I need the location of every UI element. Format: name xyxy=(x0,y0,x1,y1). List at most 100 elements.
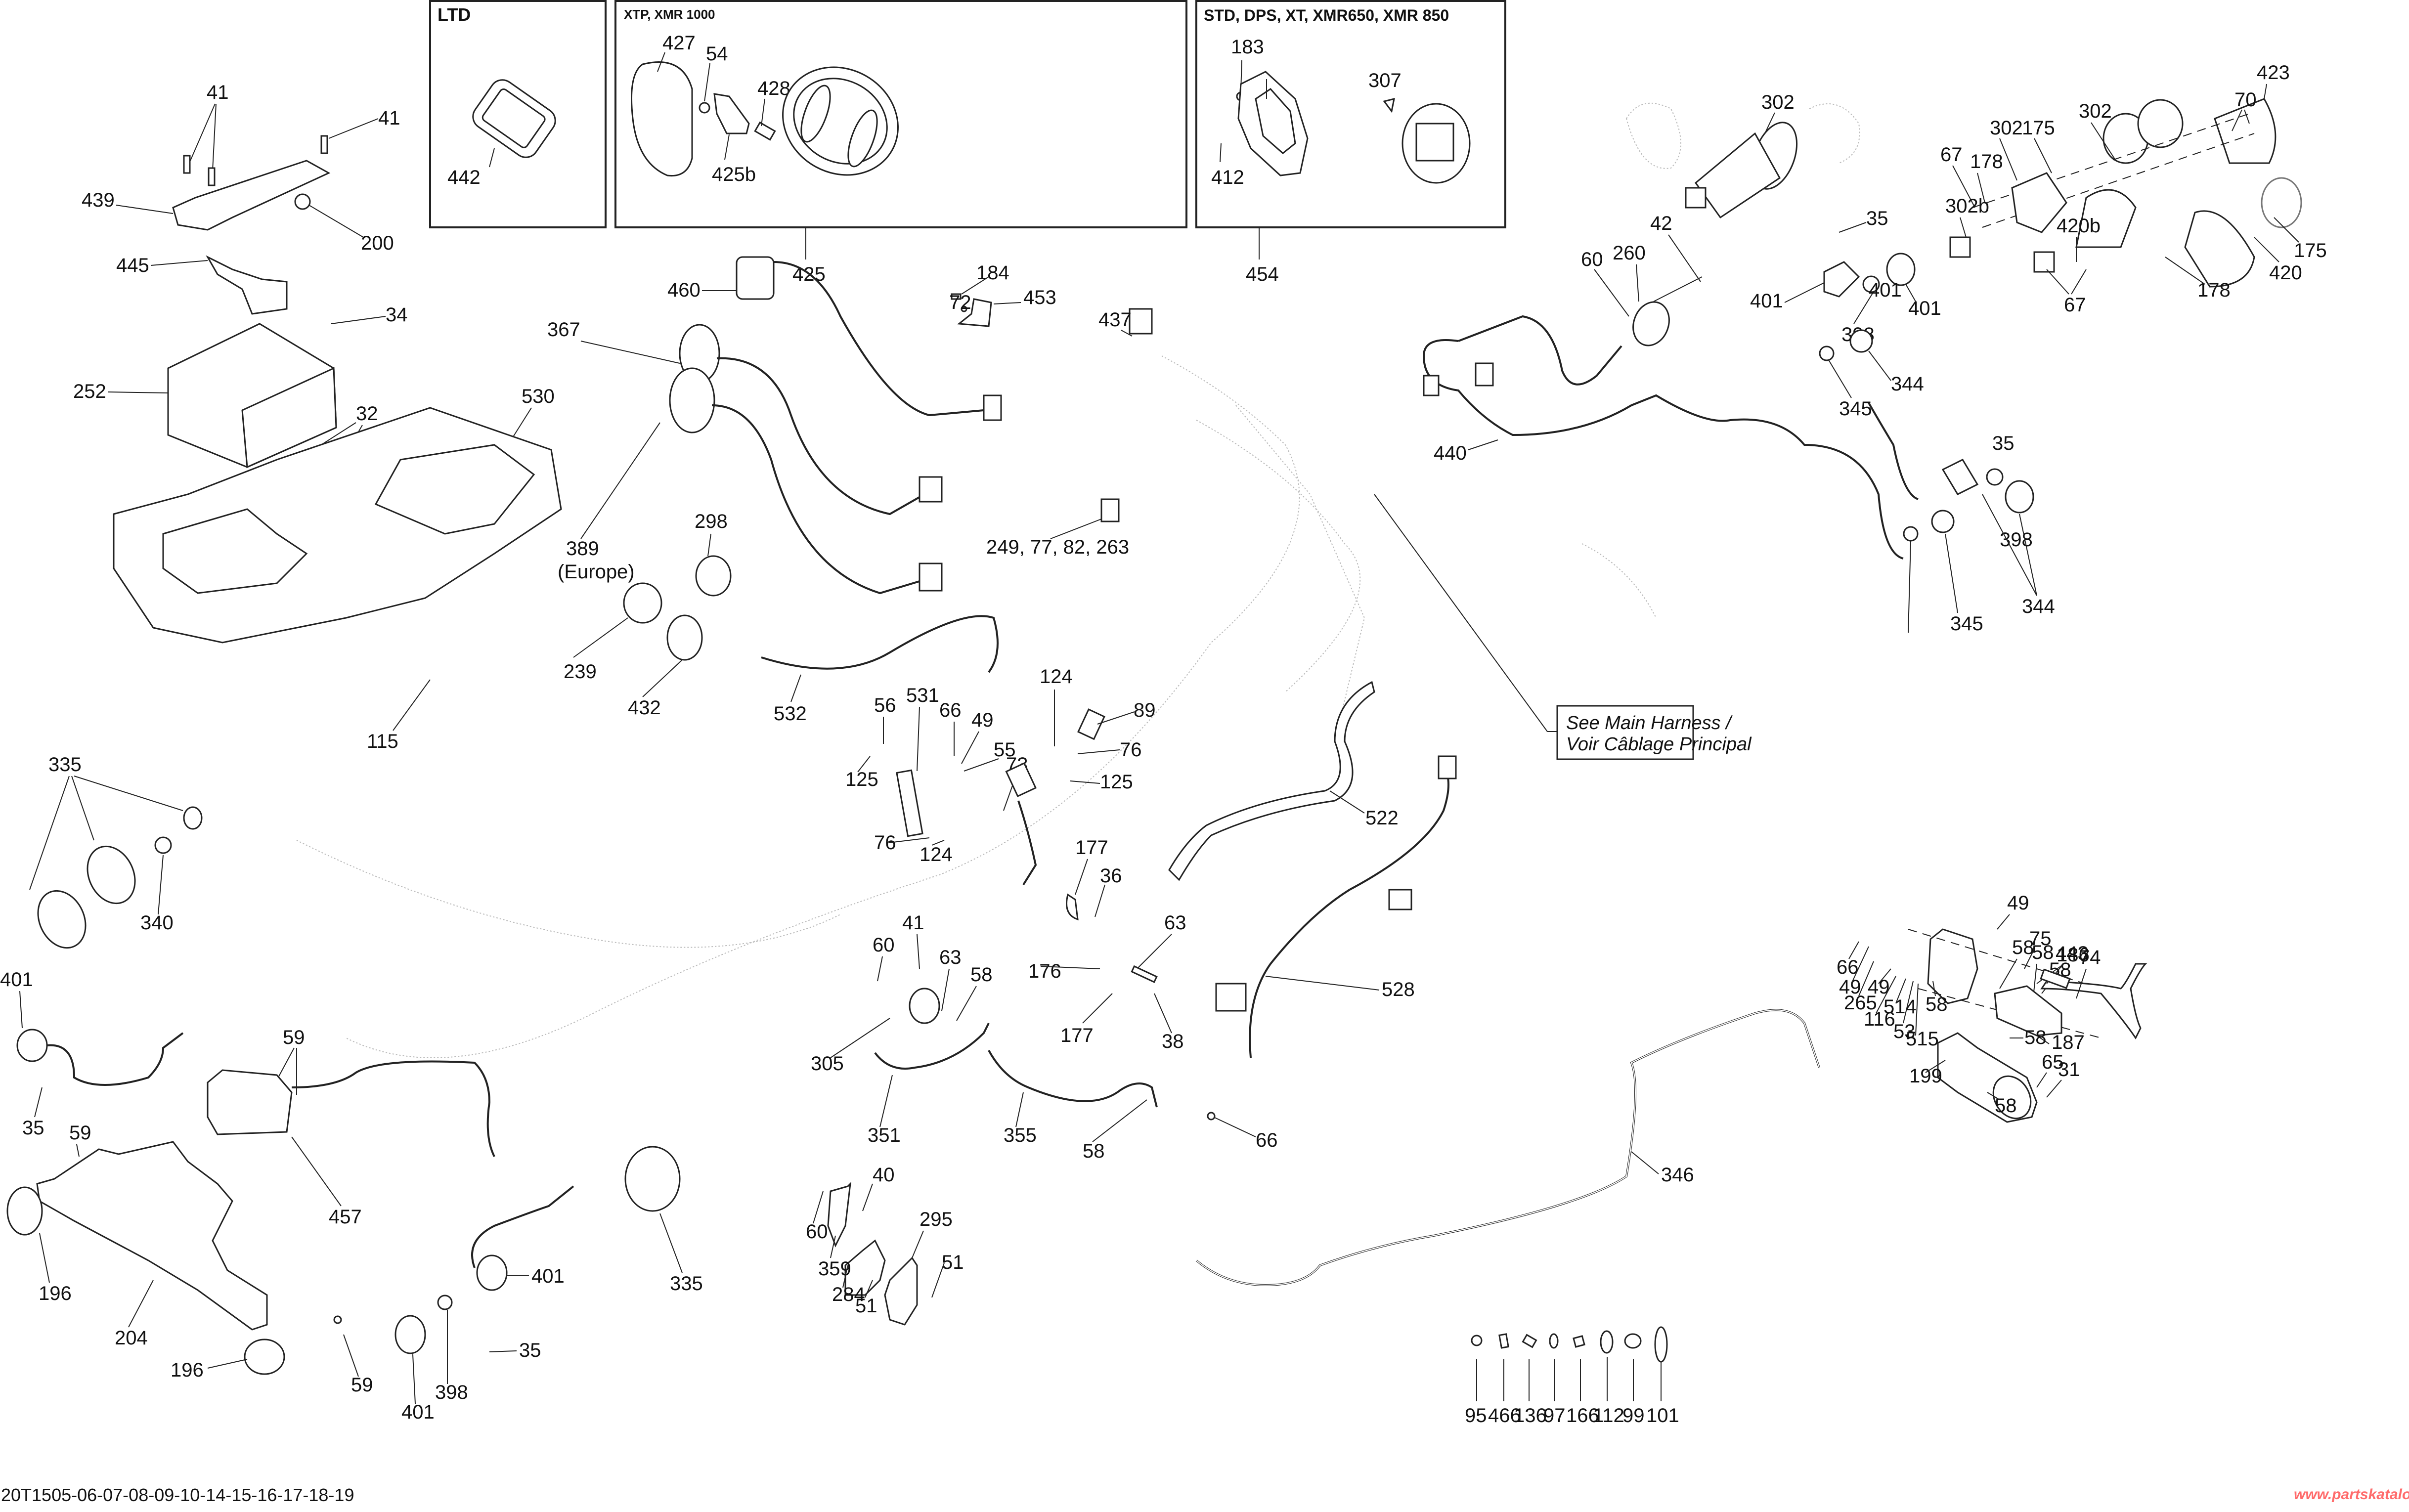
socket-icon xyxy=(183,806,203,830)
tail-socket-icon xyxy=(476,1254,508,1291)
fog-light-lens-icon xyxy=(37,890,87,949)
callout-528: 528 xyxy=(1382,979,1415,1000)
callout-196: 196 xyxy=(39,1283,72,1304)
callout-49: 49 xyxy=(971,709,994,731)
fastener-97: 97 xyxy=(1543,1333,1566,1426)
wire xyxy=(1868,402,1919,500)
headlight-housing-lower-icon xyxy=(2184,177,2302,288)
callout-99: 99 xyxy=(1622,1405,1645,1426)
callout-125: 125 xyxy=(1100,771,1133,793)
callout-187: 187 xyxy=(2052,1032,2085,1053)
connector-icon xyxy=(919,562,943,592)
callout-199: 199 xyxy=(1909,1065,1942,1087)
wire-clip-icon xyxy=(1573,1335,1585,1348)
clamp-icon xyxy=(1066,893,1079,921)
harness-440 xyxy=(1458,315,1622,386)
box-std-title: STD, DPS, XT, XMR650, XMR 850 xyxy=(1204,6,1449,24)
grommet-icon xyxy=(1383,97,1395,113)
callout-427: 427 xyxy=(662,32,696,54)
reflector-icon xyxy=(244,1339,285,1375)
callout-125: 125 xyxy=(845,769,878,790)
headlight-bulb-icon xyxy=(2033,251,2055,273)
callout-60: 60 xyxy=(873,934,895,956)
callout-184: 184 xyxy=(976,262,1009,284)
relay-bracket-icon xyxy=(172,160,331,231)
regulator-group: 40 60 359 284 295 51 51 xyxy=(806,1164,964,1326)
socket-icon xyxy=(1931,510,1955,533)
callout-443: 443 xyxy=(2056,943,2089,964)
fastener-466: 466 xyxy=(1488,1333,1521,1426)
callout-252: 252 xyxy=(73,381,106,402)
gauge-lens-icon xyxy=(631,61,693,177)
bulb-cap-icon xyxy=(2005,480,2034,514)
screw-icon xyxy=(961,305,967,312)
watermark-link[interactable]: www.partskatalog.ru xyxy=(2294,1486,2409,1503)
fastener-101: 101 xyxy=(1646,1326,1679,1426)
callout-51: 51 xyxy=(855,1295,877,1317)
callout-67: 67 xyxy=(1940,144,1963,166)
relay-icon xyxy=(1215,983,1247,1012)
callout-63: 63 xyxy=(939,947,962,968)
callout-54: 54 xyxy=(706,43,728,65)
cable-clip-icon xyxy=(1522,1334,1537,1348)
connector-icon xyxy=(1438,755,1457,779)
box-ltd: LTD 442 xyxy=(429,0,607,228)
box-ltd-title: LTD xyxy=(438,4,471,25)
callout-302b: 302b xyxy=(1945,195,1989,217)
callout-58: 58 xyxy=(1926,994,1948,1015)
callout-136: 136 xyxy=(1514,1405,1547,1426)
callout-432: 432 xyxy=(628,697,661,719)
callout-31: 31 xyxy=(2058,1059,2080,1080)
callout-440: 440 xyxy=(1434,442,1467,464)
callout-302: 302 xyxy=(2079,100,2112,122)
cable-tie-icon xyxy=(1654,1326,1668,1363)
nut-ring-icon xyxy=(1819,346,1835,361)
ring-clip-icon xyxy=(1549,1333,1559,1349)
callout-425b: 425b xyxy=(712,164,756,185)
callout-32: 32 xyxy=(356,403,378,425)
callout-35: 401 xyxy=(1869,279,1902,301)
callout-49: 49 xyxy=(2007,892,2029,914)
callout-445: 445 xyxy=(116,255,149,276)
callout-124: 124 xyxy=(920,844,953,865)
callout-307: 307 xyxy=(1368,70,1402,91)
callout-359: 359 xyxy=(818,1258,851,1280)
relay-icon xyxy=(1129,308,1153,335)
key-switch-icon xyxy=(666,614,703,661)
handlebar-group: 460 367 389 (Europe) 298 239 432 532 184… xyxy=(547,256,1153,725)
callout-35: 35 xyxy=(519,1339,541,1361)
callout-457: 457 xyxy=(329,1206,362,1228)
throttle-lever-icon xyxy=(957,298,992,327)
connector-icon xyxy=(1388,889,1412,910)
callout-302: 302 xyxy=(1990,117,2023,139)
callout-35: 35 xyxy=(1866,208,1888,229)
callout-515: 515 xyxy=(1906,1028,1939,1050)
callout-186: 186 xyxy=(2057,944,2090,966)
callout-196: 196 xyxy=(171,1359,204,1381)
wire xyxy=(291,1060,495,1157)
callout-97: 97 xyxy=(1543,1405,1566,1426)
note-line-2: Voir Câblage Principal xyxy=(1566,734,1752,755)
callout-345: 345 xyxy=(1839,398,1872,420)
callout-439: 439 xyxy=(82,189,115,211)
switch-housing-icon xyxy=(669,367,715,433)
callout-166: 166 xyxy=(1566,1405,1599,1426)
winch-cable-346 xyxy=(1195,1009,1820,1287)
callout-41: 41 xyxy=(902,912,924,934)
callout-56: 56 xyxy=(874,694,896,716)
callout-53: 53 xyxy=(1893,1021,1916,1042)
callout-38: 38 xyxy=(1162,1031,1184,1052)
callout-49: 49 xyxy=(1839,976,1861,998)
callout-51: 51 xyxy=(942,1252,964,1273)
relay-icon xyxy=(1005,762,1037,797)
nut-icon xyxy=(333,1315,342,1324)
callout-41: 41 xyxy=(378,107,400,129)
callout-340: 340 xyxy=(140,912,174,934)
connector-icon xyxy=(1423,375,1440,396)
spring-icon xyxy=(951,293,962,300)
callout-58: 58 xyxy=(1995,1095,2017,1117)
callout-442: 442 xyxy=(447,167,481,188)
bulb-icon xyxy=(1986,468,2004,486)
socket-icon xyxy=(1849,329,1873,353)
